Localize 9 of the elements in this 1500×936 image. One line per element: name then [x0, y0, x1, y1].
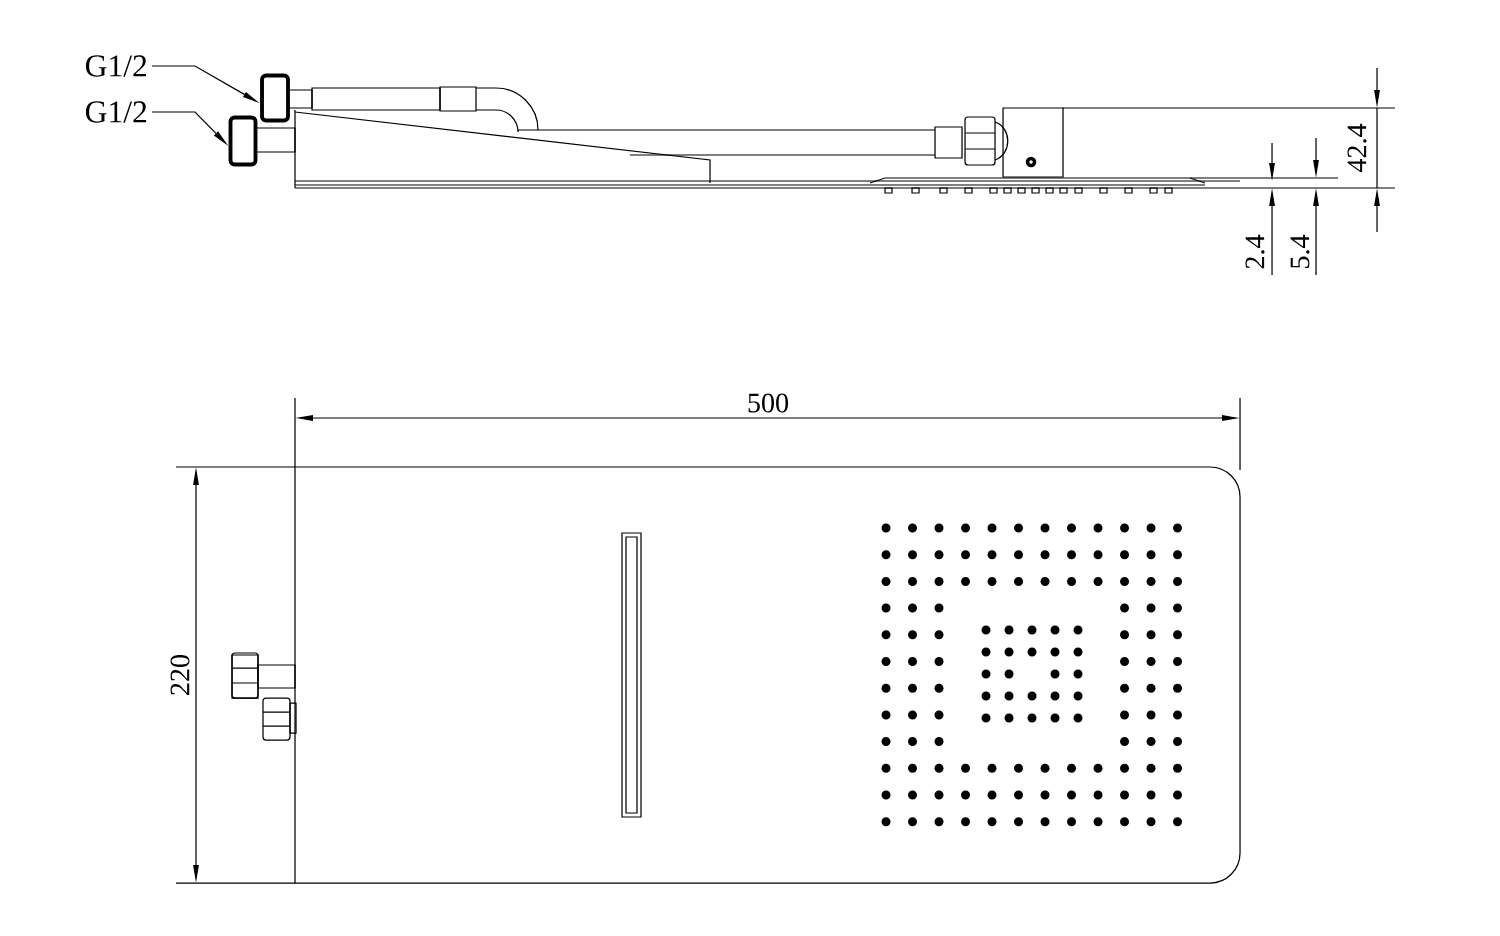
- fitting-nut: [228, 115, 258, 167]
- dimension-text: 2.4: [1245, 234, 1265, 269]
- dimension-text: 220: [170, 654, 190, 695]
- dimension-text: 42.4: [1347, 123, 1367, 173]
- callout-text: G1/2: [85, 55, 147, 77]
- dimension-text: 5.4: [1290, 234, 1310, 268]
- fitting-nut: [260, 73, 290, 123]
- callout-text: G1/2: [85, 101, 147, 123]
- dimension-text: 500: [748, 393, 789, 413]
